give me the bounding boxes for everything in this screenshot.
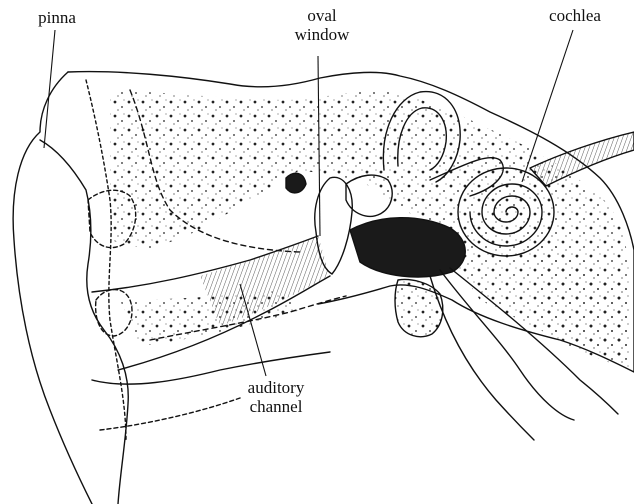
cochlea-label: cochlea: [530, 6, 620, 25]
lower-skin-fold-2: [100, 398, 240, 430]
auditory-channel-label: auditory channel: [228, 378, 324, 416]
pinna-label: pinna: [18, 8, 96, 27]
oval-window-label: oval window: [276, 6, 368, 44]
middle-ear-cavity: [286, 173, 306, 193]
middle-ear-dark: [350, 218, 465, 277]
lower-region: [120, 290, 300, 346]
pinna-helix: [13, 72, 92, 504]
lower-bone-block: [395, 280, 443, 337]
